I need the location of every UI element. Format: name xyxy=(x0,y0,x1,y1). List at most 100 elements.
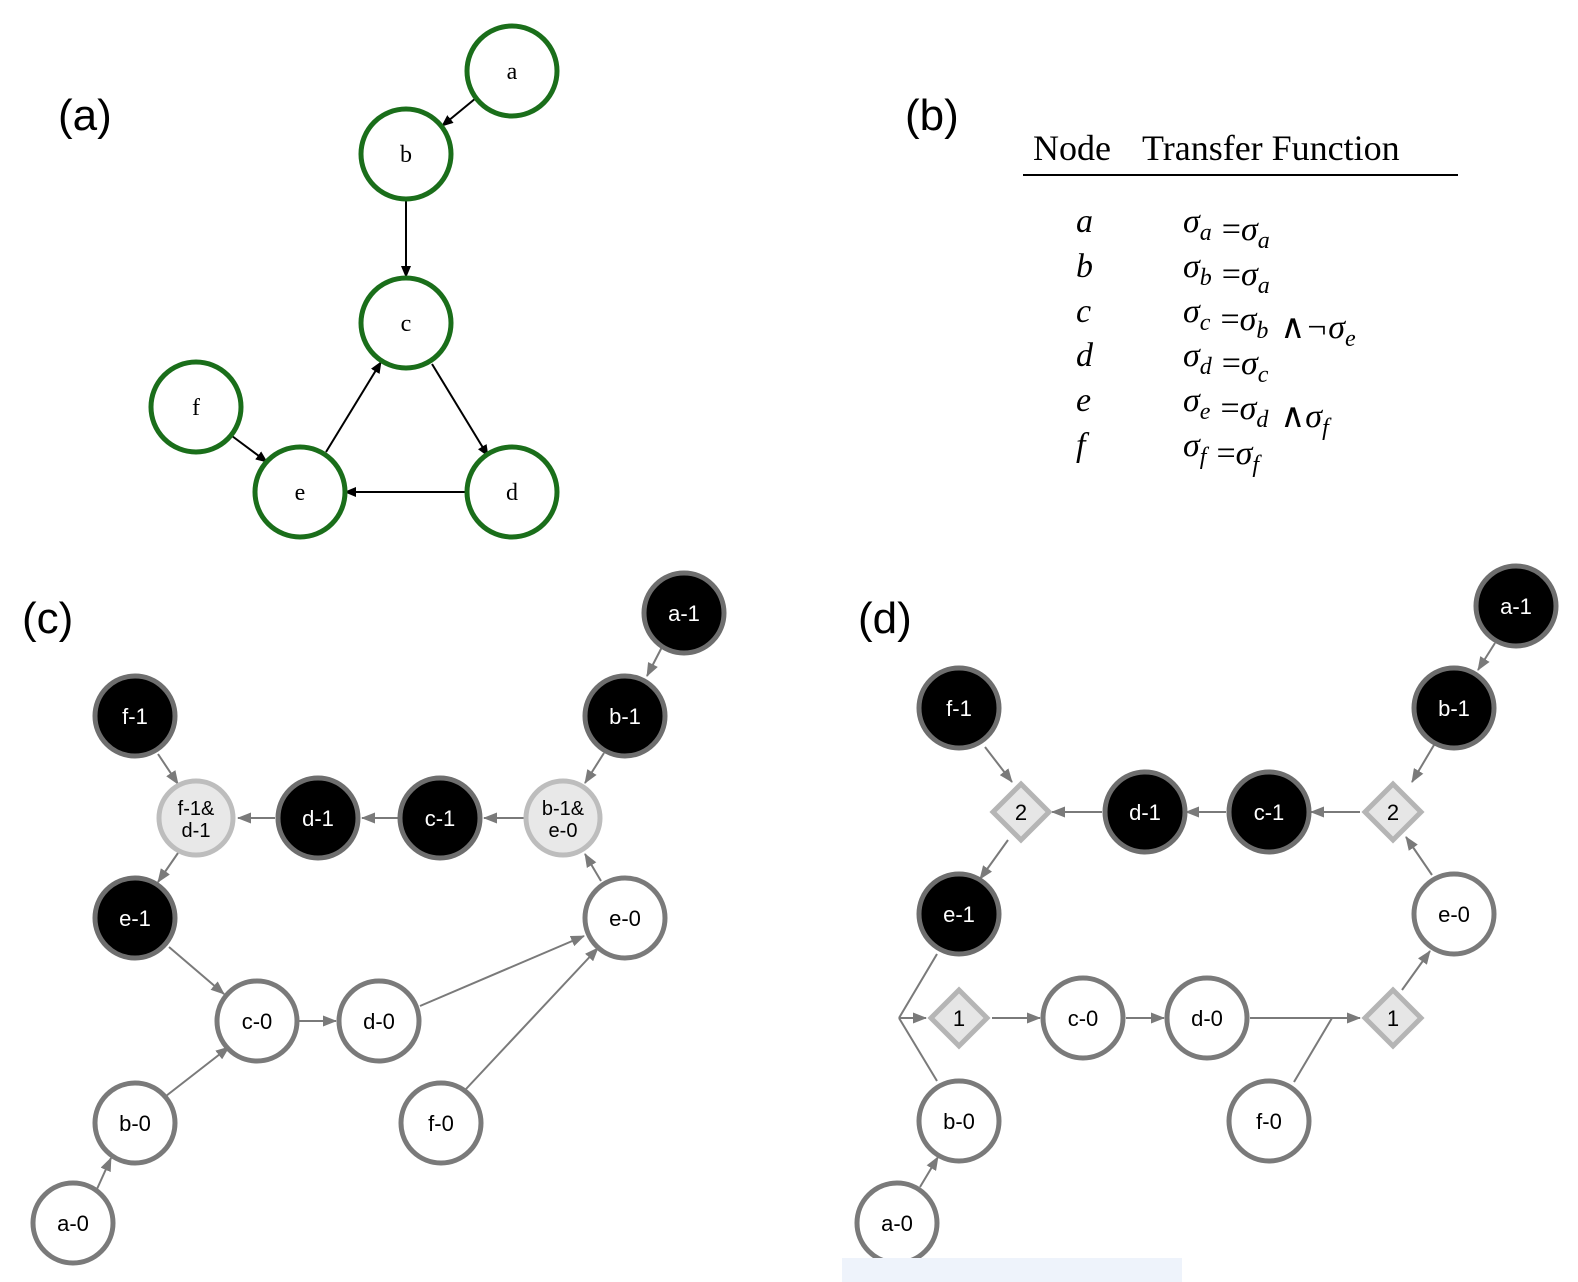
table-cell-node: c xyxy=(1076,293,1091,330)
panel-label-c: (c) xyxy=(22,594,73,643)
table-cell-node: a xyxy=(1076,203,1093,240)
edge-d-e0-dia2R xyxy=(1405,836,1433,876)
d-node-d0: d-0 xyxy=(1164,975,1250,1061)
c-node-a1: a-1 xyxy=(641,570,727,656)
d-node-b0: b-0 xyxy=(916,1078,1002,1164)
d-node-label: 2 xyxy=(1015,800,1027,825)
table-cell-transfer-function: σf=σf xyxy=(1183,427,1262,478)
c-node-c1: c-1 xyxy=(397,775,483,861)
d-node-label: b-0 xyxy=(943,1109,975,1134)
c-node-label: e-0 xyxy=(609,906,641,931)
d-node-a0: a-0 xyxy=(854,1180,940,1266)
edge-d-f1-dia2L xyxy=(984,746,1013,783)
node-e-label: e xyxy=(295,480,306,506)
c-node-d0: d-0 xyxy=(336,978,422,1064)
panel-label-d: (d) xyxy=(858,594,912,643)
graph-a-nodes xyxy=(148,23,560,540)
d-node-label: e-0 xyxy=(1438,902,1470,927)
table-row: a σa=σa xyxy=(1076,203,1270,254)
d-node-c0: c-0 xyxy=(1040,975,1126,1061)
c-node-label: c-0 xyxy=(242,1009,273,1034)
edge-c-e0-and2 xyxy=(584,853,602,882)
c-node-f0: f-0 xyxy=(398,1080,484,1166)
edge-d-e1-split xyxy=(898,953,938,1019)
c-node-label: e-1 xyxy=(119,906,151,931)
c-node-b0: b-0 xyxy=(92,1080,178,1166)
c-node-e0: e-0 xyxy=(582,875,668,961)
d-node-d1: d-1 xyxy=(1102,769,1188,855)
d-node-label: 1 xyxy=(953,1006,965,1031)
d-node-label: a-0 xyxy=(881,1211,913,1236)
table-cell-node: d xyxy=(1076,337,1094,374)
edge-d-b1-dia2R xyxy=(1411,744,1435,783)
node-d-label: d xyxy=(506,480,518,506)
table-cell-transfer-function: σa=σa xyxy=(1183,203,1270,254)
graph-c-edges xyxy=(96,646,663,1190)
c-node-f1: f-1 xyxy=(92,673,178,759)
edge-c-b0-c0 xyxy=(165,1046,230,1097)
c-node-b1: b-1 xyxy=(582,673,668,759)
edge-d-dia1R-e0 xyxy=(1401,950,1431,991)
graph-a: a b c f e d xyxy=(148,23,560,540)
edge-c-d0-e0 xyxy=(419,935,585,1007)
table-header-transfer-function: Transfer Function xyxy=(1142,128,1400,168)
node-a xyxy=(464,23,560,119)
edge-d-a0-b0 xyxy=(919,1156,939,1188)
d-node-label: 2 xyxy=(1387,800,1399,825)
node-f-label: f xyxy=(192,395,200,421)
edge-c-e1-c0 xyxy=(168,946,225,995)
edge-d-dia2L-e1 xyxy=(979,839,1009,880)
d-node-label: b-1 xyxy=(1438,696,1470,721)
d-node-f1: f-1 xyxy=(916,665,1002,751)
edge-d-a1-b1 xyxy=(1477,642,1496,671)
d-node-label: d-0 xyxy=(1191,1006,1223,1031)
edge-d-b0-split xyxy=(898,1017,938,1082)
table-cell-node: e xyxy=(1076,382,1091,419)
c-node-and2: b-1&e-0 xyxy=(523,778,603,858)
c-node-label: b-0 xyxy=(119,1111,151,1136)
c-node-d1: d-1 xyxy=(275,775,361,861)
panel-label-b: (b) xyxy=(905,91,959,140)
edge-c-and1-e1 xyxy=(157,852,179,883)
c-node-label: b-1& xyxy=(542,798,585,820)
c-node-label: e-0 xyxy=(549,820,578,842)
edge-c-f0-e0 xyxy=(465,947,599,1090)
edge-e-c xyxy=(325,361,382,453)
c-node-label: b-1 xyxy=(609,704,641,729)
node-b-label: b xyxy=(400,142,412,168)
d-node-e1: e-1 xyxy=(916,871,1002,957)
c-node-label: f-1& xyxy=(178,798,215,820)
d-node-label: c-0 xyxy=(1068,1006,1099,1031)
d-node-b1: b-1 xyxy=(1411,665,1497,751)
edge-f-e xyxy=(231,435,268,463)
d-node-e0: e-0 xyxy=(1411,871,1497,957)
c-node-label: a-0 xyxy=(57,1211,89,1236)
c-node-label: a-1 xyxy=(668,601,700,626)
edge-c-b1-and2 xyxy=(584,752,605,784)
graph-a-edges xyxy=(231,97,489,497)
edge-a-b xyxy=(441,97,477,127)
c-node-and1: f-1&d-1 xyxy=(156,778,236,858)
d-node-label: f-1 xyxy=(946,696,972,721)
c-node-label: d-1 xyxy=(302,806,334,831)
graph-d-edges xyxy=(898,642,1496,1188)
panel-label-a: (a) xyxy=(58,91,112,140)
table-cell-transfer-function: σb=σa xyxy=(1183,248,1270,299)
d-node-label: 1 xyxy=(1387,1006,1399,1031)
d-node-a1: a-1 xyxy=(1473,563,1559,649)
c-node-label: d-1 xyxy=(182,820,211,842)
edge-c-d xyxy=(431,363,489,457)
d-node-dia1R: 1 xyxy=(1361,986,1425,1050)
d-node-dia2R: 2 xyxy=(1361,780,1425,844)
edge-c-a1-b1 xyxy=(646,646,663,677)
watermark-strip xyxy=(842,1258,1182,1282)
c-node-c0: c-0 xyxy=(214,978,300,1064)
node-b xyxy=(358,106,454,202)
